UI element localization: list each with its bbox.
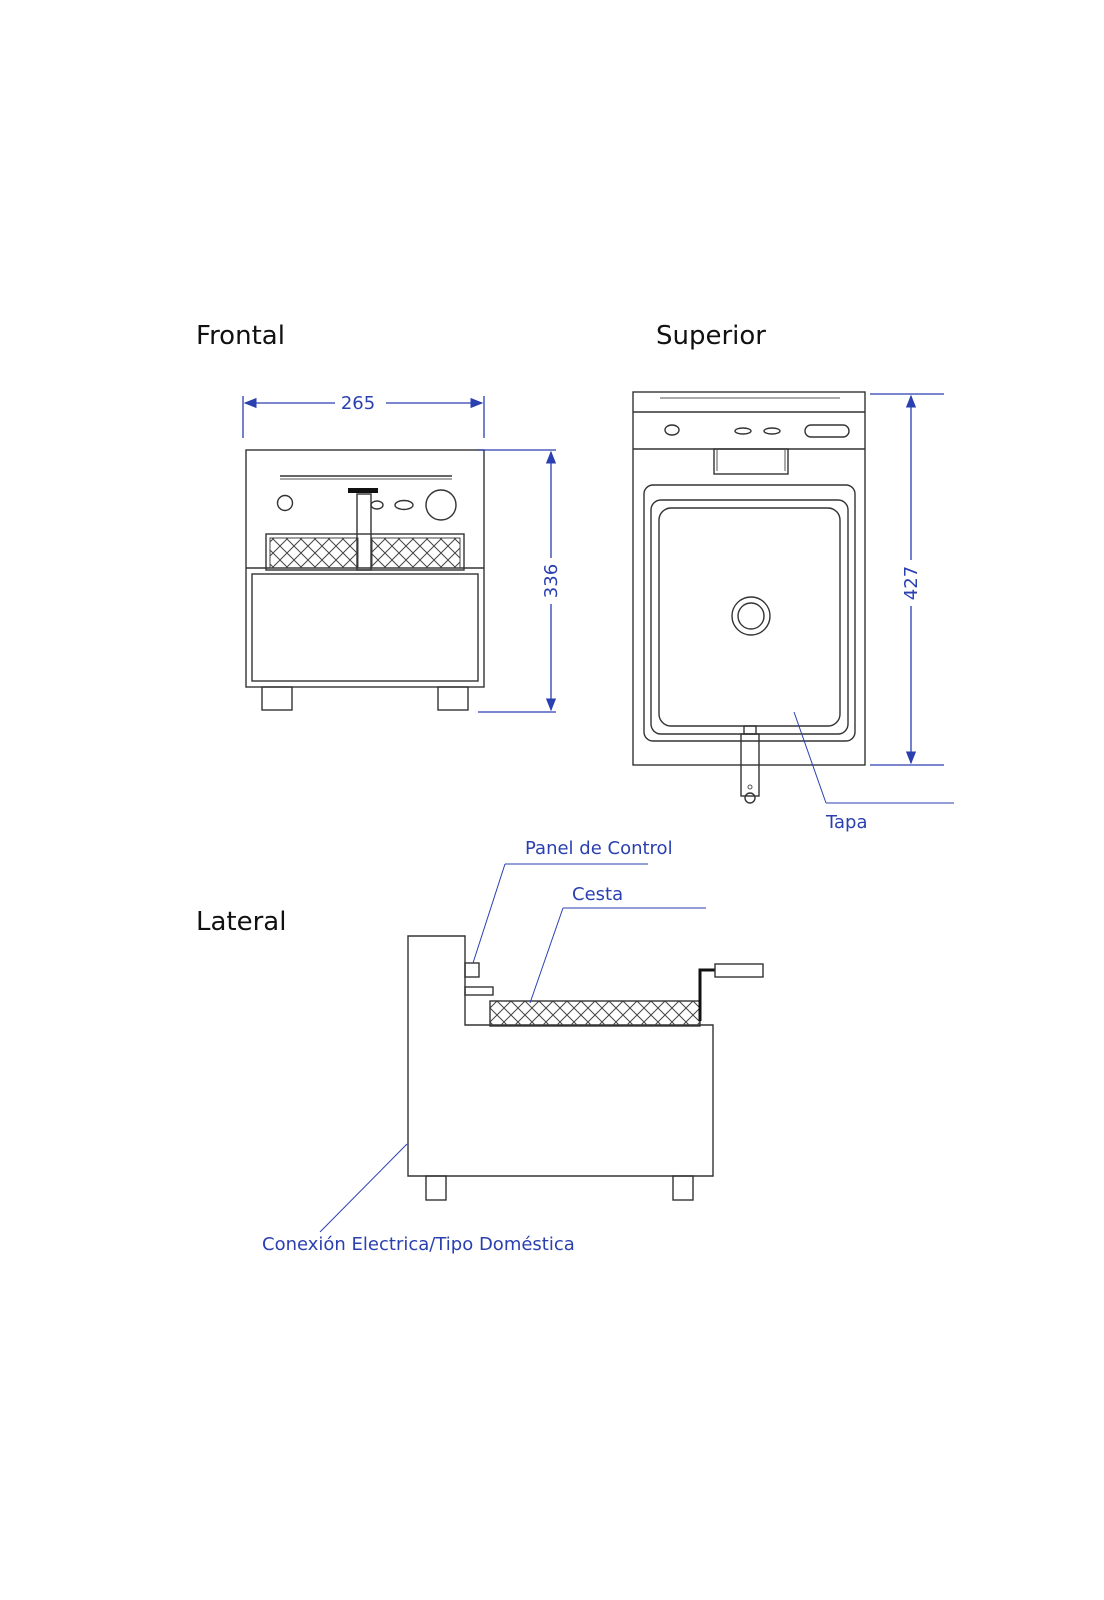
cesta-label: Cesta [572, 884, 623, 905]
conexion-label: Conexión Electrica/Tipo Doméstica [262, 1234, 575, 1255]
tapa-callout: Tapa [793, 711, 954, 833]
frontal-view: Frontal 265 [196, 321, 562, 713]
superior-title: Superior [656, 321, 766, 351]
control-knob-icon [276, 494, 294, 512]
width-value: 265 [341, 393, 375, 414]
height-value: 336 [541, 564, 562, 598]
fryer-front-body [245, 449, 485, 711]
cesta-callout: Cesta [529, 884, 706, 1004]
depth-value: 427 [901, 566, 922, 600]
fryer-side-body [407, 935, 764, 1201]
drain-icon [731, 596, 771, 636]
fryer-top-body [632, 391, 866, 804]
depth-dimension: 427 [870, 393, 944, 766]
panel-control-callout: Panel de Control [472, 838, 673, 964]
lateral-view: Lateral Panel de Control Cesta [196, 838, 764, 1255]
frontal-title: Frontal [196, 321, 285, 351]
lateral-title: Lateral [196, 907, 286, 937]
thermostat-dial-icon [425, 489, 457, 521]
height-dimension: 336 [478, 449, 562, 713]
tapa-label: Tapa [825, 812, 868, 833]
width-dimension: 265 [242, 393, 485, 438]
panel-control-label: Panel de Control [525, 838, 673, 859]
conexion-callout: Conexión Electrica/Tipo Doméstica [262, 1143, 575, 1255]
superior-view: Superior [632, 321, 954, 833]
